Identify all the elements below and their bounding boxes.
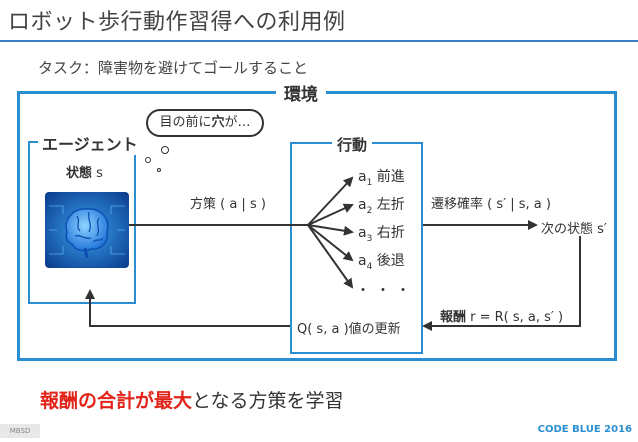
reward-arrow [422, 236, 581, 331]
action-sub: 4 [366, 261, 373, 272]
policy-label: 方策 ( a | s ) [190, 197, 266, 212]
action-item: a3 右折 [358, 222, 405, 244]
action-sub: 1 [366, 177, 373, 188]
action-item: a1 前進 [358, 166, 405, 188]
thought-tail-large [161, 146, 169, 154]
action-var: a [358, 197, 367, 213]
summary-emphasis: 報酬の合計が最大 [40, 390, 193, 412]
action-text: 後退 [376, 253, 405, 269]
thought-tail-small [157, 168, 161, 172]
thought-tail-medium [145, 157, 151, 163]
thought-text-bold: 穴 [211, 115, 225, 130]
branch-arrow-2 [307, 203, 354, 226]
footer-logo: MBSD [0, 424, 40, 438]
state-word: 状態 [66, 166, 93, 181]
q-update-label: Q( s, a )値の更新 [297, 322, 401, 337]
environment-label: 環境 [276, 80, 326, 105]
action-item: a4 後退 [358, 250, 405, 272]
action-text: 左折 [376, 197, 405, 213]
summary-text: 報酬の合計が最大となる方策を学習 [40, 386, 343, 413]
branch-arrow-1 [307, 176, 354, 226]
action-var: a [358, 225, 367, 241]
reward-label: 報酬 r = R( s, a, s′ ) [440, 306, 563, 325]
action-sub: 3 [366, 233, 373, 244]
task-description: タスク：障害物を避けてゴールすること [38, 59, 309, 77]
transition-label: 遷移確率 ( s′ | s, a ) [431, 197, 551, 212]
slide-title: ロボット歩行動作習得への利用例 [8, 10, 346, 35]
brain-chip-icon [45, 192, 129, 268]
action-more: ・・・ [356, 283, 416, 299]
branch-arrow-5 [307, 224, 354, 289]
action-item: a2 左折 [358, 194, 405, 216]
thought-text-pre: 目の前に [159, 115, 212, 130]
thought-text-post: が… [224, 115, 251, 130]
branch-arrow-4 [307, 224, 354, 262]
reward-word: 報酬 [440, 310, 467, 325]
next-state-label: 次の状態 s′ [541, 222, 607, 237]
action-var: a [358, 169, 367, 185]
agent-label: エージェント [38, 131, 142, 155]
thought-bubble: 目の前に穴が… [146, 109, 264, 137]
agent-state-label: 状態 s [66, 162, 103, 181]
brain-chip-graphic [45, 192, 129, 268]
footer-event: CODE BLUE 2016 [537, 424, 632, 435]
action-label: 行動 [332, 134, 373, 155]
state-var: s [96, 166, 103, 181]
branch-arrow-3 [307, 224, 354, 236]
action-sub: 2 [366, 205, 373, 216]
title-divider [0, 40, 638, 42]
summary-rest: となる方策を学習 [192, 390, 344, 412]
action-text: 右折 [376, 225, 405, 241]
action-var: a [358, 253, 367, 269]
reward-formula: r = R( s, a, s′ ) [466, 310, 564, 325]
update-arrow [85, 289, 290, 327]
action-text: 前進 [376, 169, 405, 185]
